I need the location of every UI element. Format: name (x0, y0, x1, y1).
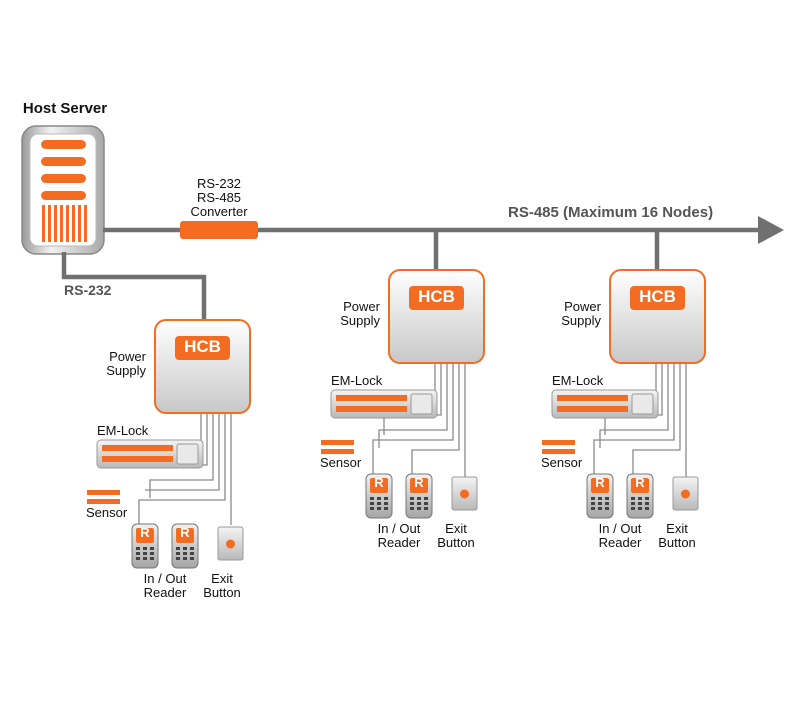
reader-letter: R (180, 525, 190, 540)
host-server-icon (21, 125, 105, 255)
reader-label: In / Out Reader (377, 521, 421, 550)
reader-icon (626, 473, 654, 519)
reader-icon (365, 473, 393, 519)
reader-label: In / Out Reader (598, 521, 642, 550)
power-supply-label: Power Supply (106, 349, 146, 378)
rs232-label: RS-232 (64, 282, 112, 298)
sensor-icon (87, 490, 120, 504)
em-lock-label: EM-Lock (97, 423, 149, 438)
exit-button-icon (451, 476, 478, 511)
em-lock-label: EM-Lock (331, 373, 383, 388)
hcb-label: HCB (184, 337, 221, 356)
sensor-label: Sensor (320, 455, 362, 470)
converter-box (180, 221, 258, 239)
exit-button-icon (217, 526, 244, 561)
converter-label: RS-232 RS-485 Converter (190, 176, 248, 219)
node-3 (542, 269, 706, 519)
reader-letter: R (414, 475, 424, 490)
sensor-icon (542, 440, 575, 454)
host-server-title: Host Server (22, 100, 108, 117)
em-lock-icon (330, 389, 438, 419)
node-1 (87, 319, 251, 569)
reader-icon (586, 473, 614, 519)
em-lock-label: EM-Lock (552, 373, 604, 388)
rs232-link-line (61, 252, 207, 320)
exit-button-label: Exit Button (437, 521, 475, 550)
em-lock-icon (96, 439, 204, 469)
exit-button-icon (672, 476, 699, 511)
hcb-label: HCB (639, 287, 676, 306)
em-lock-icon (551, 389, 659, 419)
exit-button-label: Exit Button (203, 571, 241, 600)
hcb-badge (175, 336, 230, 360)
reader-letter: R (140, 525, 150, 540)
exit-button-label: Exit Button (658, 521, 696, 550)
hcb-controller (609, 269, 706, 364)
sensor-label: Sensor (86, 505, 128, 520)
power-supply-label: Power Supply (340, 299, 380, 328)
bus-arrow-icon (758, 216, 784, 244)
power-supply-label: Power Supply (561, 299, 601, 328)
hcb-controller (154, 319, 251, 414)
reader-icon (405, 473, 433, 519)
hcb-badge (630, 286, 685, 310)
reader-icon (131, 523, 159, 569)
sensor-icon (321, 440, 354, 454)
bus-label: RS-485 (Maximum 16 Nodes) (508, 204, 714, 221)
reader-letter: R (635, 475, 645, 490)
node-2 (321, 269, 485, 519)
reader-letter: R (595, 475, 605, 490)
reader-letter: R (374, 475, 384, 490)
hcb-label: HCB (418, 287, 455, 306)
hcb-controller (388, 269, 485, 364)
hcb-badge (409, 286, 464, 310)
reader-icon (171, 523, 199, 569)
sensor-label: Sensor (541, 455, 583, 470)
reader-label: In / Out Reader (143, 571, 187, 600)
